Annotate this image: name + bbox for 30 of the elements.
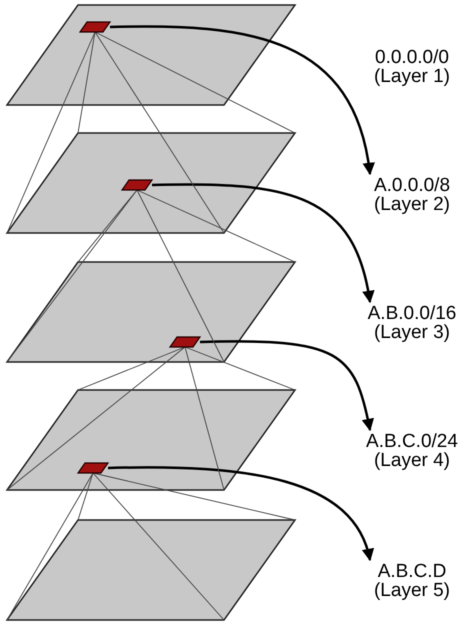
connector-line <box>6 346 186 490</box>
connector-line <box>78 32 96 134</box>
connector-line <box>92 472 296 520</box>
curved-arrow <box>110 25 374 176</box>
connector-line <box>6 472 94 620</box>
connector-line <box>94 32 296 134</box>
address-label: A.B.C.0/24 <box>365 432 459 451</box>
address-label: A.B.C.D <box>376 562 448 581</box>
curved-arrow <box>200 340 374 432</box>
layer-label: (Layer 4) <box>372 451 452 470</box>
address-label: A.B.0.0/16 <box>366 304 458 323</box>
connector-line <box>92 472 224 620</box>
connector-line <box>78 190 138 262</box>
layer-label: (Layer 5) <box>372 581 452 600</box>
connector-line <box>78 346 186 390</box>
layer-label: (Layer 3) <box>372 323 452 342</box>
layer-label: (Layer 1) <box>372 67 452 86</box>
curved-arrow <box>108 466 373 562</box>
connector-line <box>184 346 296 390</box>
address-label: 0.0.0.0/0 <box>374 48 450 67</box>
connector-line <box>136 190 224 362</box>
connector-line <box>136 190 296 262</box>
connector-line <box>94 32 224 234</box>
connector-line <box>6 32 96 234</box>
layer-label: (Layer 2) <box>372 195 452 214</box>
connector-line <box>78 472 94 520</box>
address-label: A.0.0.0/8 <box>372 176 452 195</box>
connector-line <box>184 346 224 490</box>
connector-line <box>6 190 138 362</box>
curved-arrow <box>152 183 374 304</box>
